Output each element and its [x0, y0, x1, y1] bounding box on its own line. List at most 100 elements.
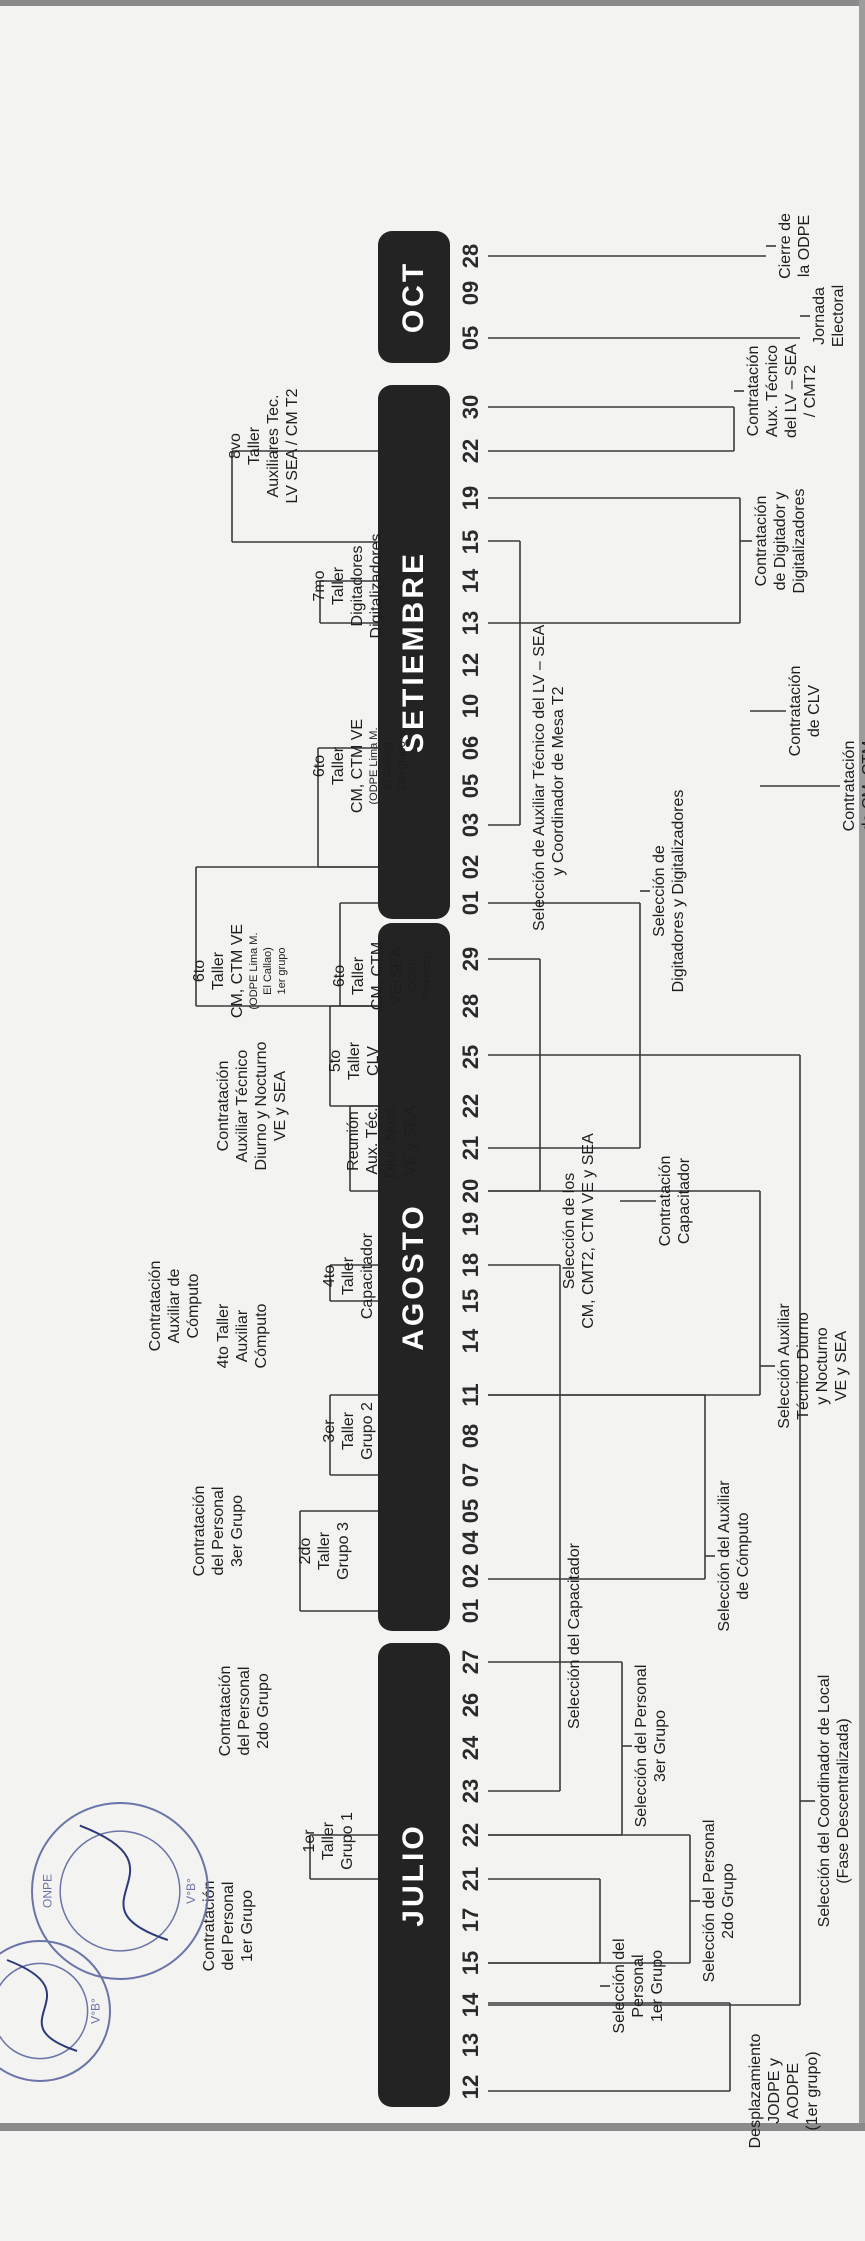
month-label: OCT: [397, 260, 430, 334]
label-line: Cómputo: [185, 1273, 202, 1339]
date-label: 29: [458, 946, 483, 972]
date-label: 12: [458, 652, 483, 678]
date-label: 03: [458, 812, 483, 838]
label-line: 6to: [191, 959, 208, 983]
label-line: El Callao): [262, 947, 274, 995]
label-coord-local: Selección del Coordinador de Local(Fase …: [815, 1651, 853, 1951]
label-line: 7mo: [311, 570, 328, 602]
label-line: Auxiliares Tec.: [265, 394, 282, 498]
label-line: Técnico Diurno: [795, 1312, 812, 1420]
label-line: Selección de los: [561, 1172, 578, 1290]
label-line: Selección de Auxiliar Técnico del LV – S…: [531, 624, 548, 931]
date-label: 22: [458, 1093, 483, 1119]
label-line: Taller: [246, 426, 263, 466]
label-line: Capacitador: [676, 1157, 693, 1245]
label-line: 2do Grupo: [255, 1673, 272, 1749]
date-label: 10: [458, 693, 483, 719]
label-line: y Nocturno: [814, 1327, 831, 1405]
label-line: Digitadores y Digitalizadores: [670, 789, 687, 993]
date-label: 02: [458, 854, 483, 880]
date-label: 06: [458, 735, 483, 761]
label-line: AODPE: [785, 2063, 802, 2120]
label-line: de CM, CTM: [860, 740, 865, 832]
label-sel-aux-lv: Selección de Auxiliar Técnico del LV – S…: [530, 624, 568, 931]
label-line: Selección del Personal: [701, 1819, 718, 1983]
date-label: 30: [458, 394, 483, 420]
date-label: 07: [458, 1462, 483, 1488]
label-line: la ODPE: [796, 214, 813, 278]
date-label: 15: [458, 1288, 483, 1314]
date-label: 05: [458, 1498, 483, 1524]
date-label: 28: [458, 993, 483, 1019]
label-line: 2do grupo: [396, 741, 408, 791]
month-label: JULIO: [397, 1823, 430, 1927]
label-line: CM, CMT2, CTM VE y SEA: [580, 1133, 597, 1329]
date-label: 01: [458, 1598, 483, 1624]
label-line: LV SEA / CM T2: [284, 388, 301, 504]
label-line: Selección de: [651, 845, 668, 937]
bottom-border: [0, 2123, 865, 2131]
label-line: Contratación: [147, 1260, 164, 1352]
date-label: 05: [458, 325, 483, 351]
label-line: Selección del Coordinador de Local: [816, 1674, 833, 1928]
label-line: Selección del Personal: [633, 1664, 650, 1828]
stamp-seal: ONPE V°B°: [31, 1802, 209, 1980]
stamp-text: ONPE: [40, 1874, 54, 1908]
label-line: Taller: [330, 566, 347, 606]
label-line: 2do Grupo: [720, 1863, 737, 1939]
date-label: 17: [458, 1907, 483, 1933]
label-line: (Fase Descentralizada): [835, 1718, 852, 1884]
label-line: JODPE y: [766, 2058, 783, 2124]
label-line: (1er grupo): [804, 2051, 821, 2131]
label-line: Auxiliar de: [166, 1268, 183, 1344]
label-line: CM, CTM VE: [229, 923, 246, 1019]
label-line: Provincia): [421, 951, 433, 1001]
date-label: 26: [458, 1692, 483, 1718]
date-label: 24: [458, 1735, 483, 1761]
label-line: Taller: [210, 951, 227, 991]
label-line: de Cómputo: [735, 1512, 752, 1600]
label-line: Selección del Capacitador: [566, 1543, 583, 1729]
date-label: 21: [458, 1866, 483, 1892]
label-line: Digitalizadores: [368, 533, 385, 639]
label-line: (ODPE Lima M.: [248, 932, 260, 1010]
label-line: VE y SEA: [833, 1330, 850, 1402]
date-label: 21: [458, 1135, 483, 1161]
connector-lines: [195, 245, 840, 2092]
label-line: y Coordinador de Mesa T2: [550, 686, 567, 876]
date-label: 28: [458, 243, 483, 269]
label-line: 1er: [301, 1829, 318, 1853]
stamp-text: V°B°: [184, 1878, 198, 1904]
date-label: 15: [458, 529, 483, 555]
date-label: 13: [458, 2032, 483, 2058]
date-label: 14: [458, 1328, 483, 1354]
date-label: 09: [458, 280, 483, 306]
date-label: 15: [458, 1950, 483, 1976]
date-label: 12: [458, 2074, 483, 2100]
date-label: 22: [458, 1822, 483, 1848]
date-label: 14: [458, 1992, 483, 2018]
label-line: Selección del Auxiliar: [716, 1480, 733, 1632]
label-line: Contratación: [745, 345, 762, 437]
stamp-text: V°B°: [89, 1998, 103, 2024]
date-label: 19: [458, 485, 483, 511]
date-label: 14: [458, 568, 483, 594]
top-border: [0, 0, 865, 6]
label-line: Digitadores: [349, 545, 366, 627]
label-line: Selección del: [611, 1938, 628, 2034]
label-sel-capacitador: Selección del Capacitador: [565, 1486, 584, 1786]
